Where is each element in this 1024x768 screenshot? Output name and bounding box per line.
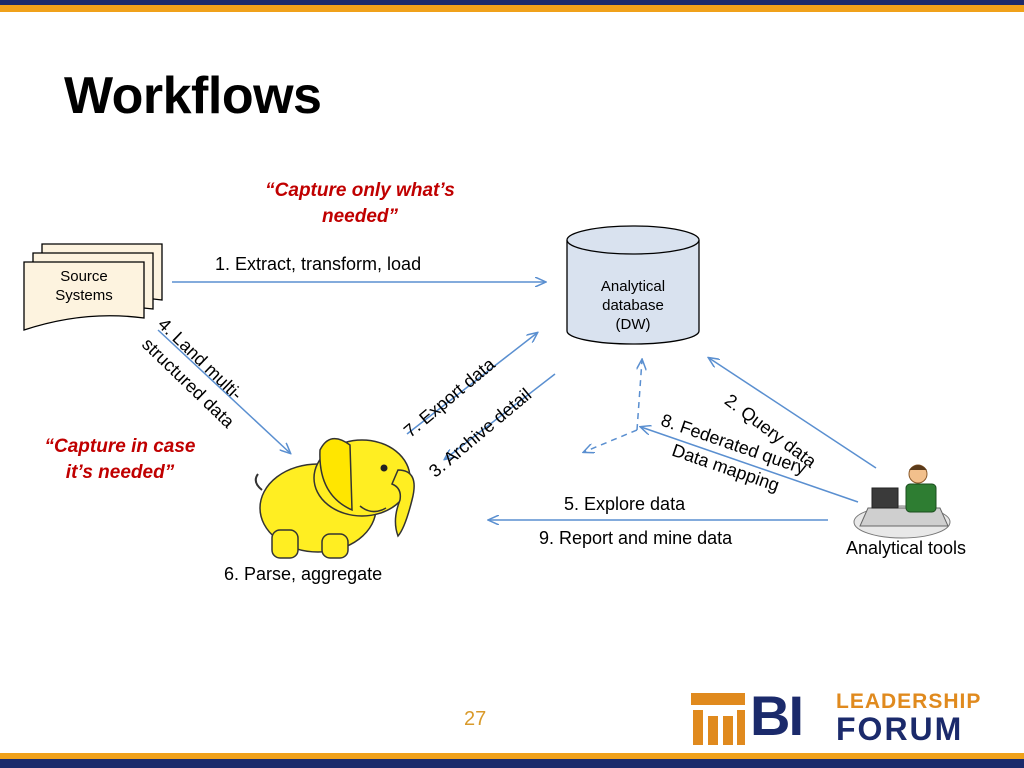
- top-band-dark: [0, 0, 1024, 5]
- analytical-db-label: Analytical database (DW): [600, 278, 666, 333]
- quote-capture-only: “Capture only what’s needed”: [265, 180, 455, 227]
- federated-dashed-up: [636, 360, 642, 431]
- bi-leadership-forum-logo: BI LEADERSHIP FORUM: [750, 684, 1000, 748]
- archive-arrow: [445, 373, 556, 459]
- page-title: Workflows: [64, 67, 322, 125]
- hadoop-label: 6. Parse, aggregate: [224, 564, 383, 584]
- analyst-at-laptop-icon: [853, 464, 951, 539]
- logo-leadership: LEADERSHIP: [836, 690, 982, 713]
- logo-forum: FORUM: [836, 711, 964, 747]
- federated-arrow: [641, 427, 859, 503]
- export-arrow: [406, 333, 537, 435]
- source-systems-icon: [23, 243, 163, 331]
- land-arrow: [157, 329, 290, 453]
- query-arrow: [709, 358, 877, 469]
- logo-bi: BI: [750, 684, 804, 747]
- hadoop-elephant-icon: [254, 437, 415, 559]
- flow-etl-label: 1. Extract, transform, load: [215, 254, 422, 274]
- source-systems-label: Source Systems: [55, 268, 113, 304]
- page-number: 27: [464, 708, 487, 730]
- flow-report-label: 9. Report and mine data: [539, 528, 733, 548]
- quote-capture-in-case: “Capture in case it’s needed”: [44, 436, 196, 483]
- bottom-band-dark: [0, 759, 1024, 768]
- bottom-band-accent: [0, 753, 1024, 759]
- analytical-tools-label: Analytical tools: [846, 538, 967, 558]
- database-cylinder-icon: [566, 225, 700, 345]
- flow-explore-label: 5. Explore data: [564, 494, 686, 514]
- top-band-accent: [0, 5, 1024, 12]
- column-icon: [691, 693, 745, 745]
- federated-dashed-left: [584, 429, 638, 452]
